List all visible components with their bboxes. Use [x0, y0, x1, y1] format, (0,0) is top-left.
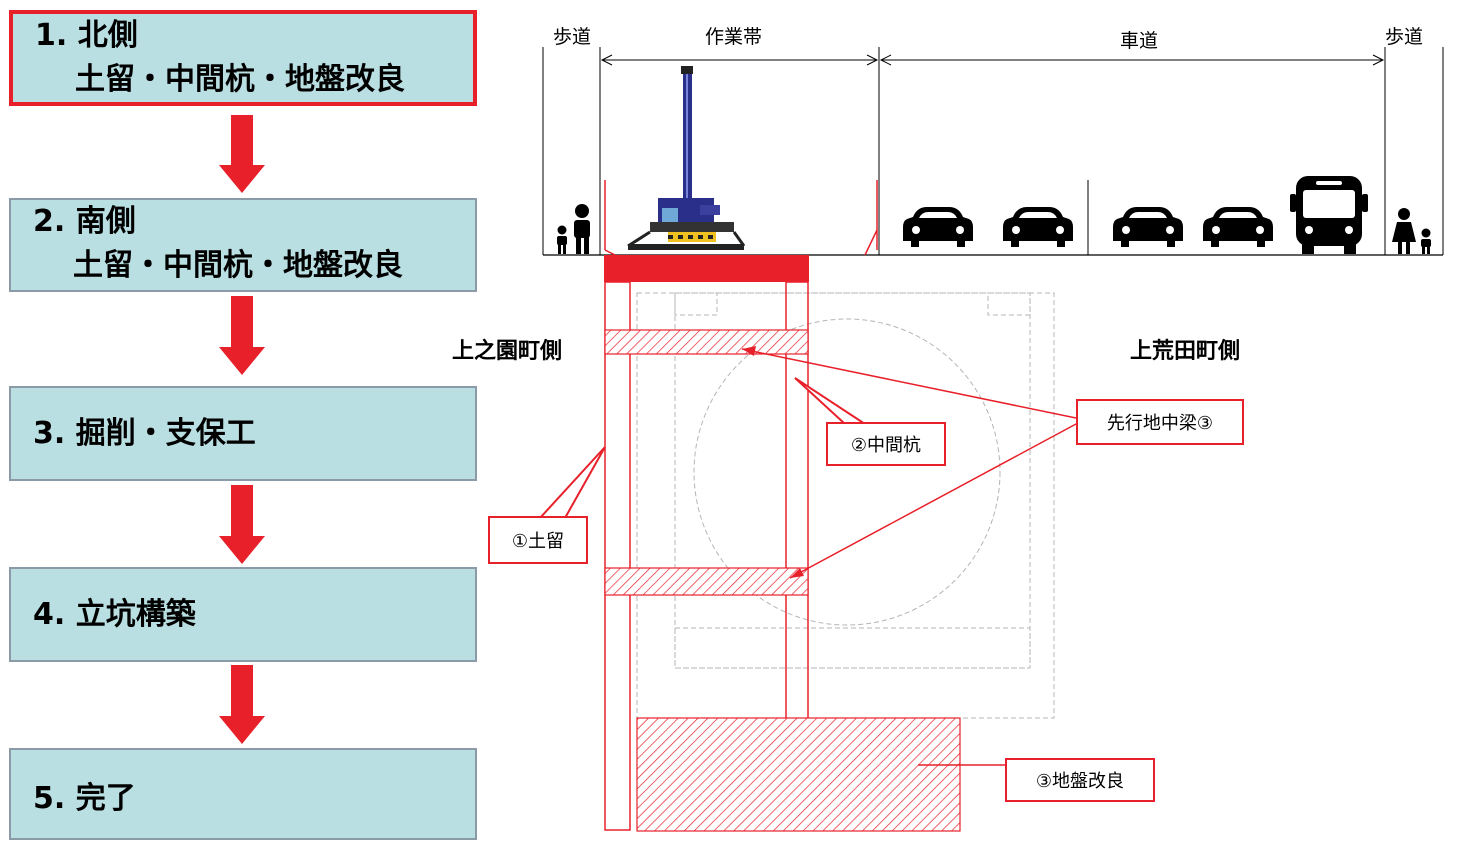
ground-beam-lower — [604, 567, 809, 596]
step-arrow-3 — [219, 485, 265, 564]
bus-icon — [1290, 176, 1368, 254]
step-1-detail: 土留・中間杭・地盤改良 — [75, 62, 405, 97]
step-1[interactable]: 1. 北側 土留・中間杭・地盤改良 — [9, 10, 477, 106]
ground-improvement-area — [636, 717, 961, 832]
callout-intermediate-pile: ②中間杭 — [826, 422, 946, 466]
pedestrian-icon-right — [1392, 208, 1431, 254]
callout-pointer-intermediate-pile — [794, 377, 869, 425]
label-sidewalk-left: 歩道 — [553, 26, 592, 48]
shaft-outline — [636, 292, 1055, 719]
car-icon-3 — [1113, 207, 1183, 247]
step-2[interactable]: 2. 南側 土留・中間杭・地盤改良 — [9, 198, 477, 292]
intermediate-pile — [785, 281, 809, 781]
step-4-title: 4. 立坑構築 — [33, 597, 196, 632]
label-work-zone: 作業帯 — [705, 26, 763, 48]
label-side-right: 上荒田町側 — [1130, 339, 1241, 364]
step-3-title: 3. 掘削・支保工 — [33, 416, 256, 451]
label-sidewalk-right: 歩道 — [1385, 26, 1424, 48]
car-icon-4 — [1203, 207, 1273, 247]
step-3[interactable]: 3. 掘削・支保工 — [9, 386, 477, 481]
callout-earth-retaining: ①土留 — [488, 516, 588, 564]
callout-ground-improvement: ③地盤改良 — [1005, 758, 1155, 802]
label-side-left: 上之園町側 — [452, 339, 563, 364]
step-4[interactable]: 4. 立坑構築 — [9, 567, 477, 662]
leader-lines — [741, 348, 1077, 766]
callout-pointer-earth-retaining — [537, 446, 606, 519]
step-arrow-4 — [219, 665, 265, 744]
step-2-detail: 土留・中間杭・地盤改良 — [73, 248, 403, 283]
step-arrow-2 — [219, 296, 265, 375]
pedestrian-icon-left — [557, 204, 590, 254]
step-2-title: 2. 南側 — [33, 204, 136, 239]
crane-icon — [627, 66, 746, 250]
top-slab — [604, 255, 809, 282]
label-roadway: 車道 — [1120, 30, 1159, 52]
step-arrows — [219, 115, 265, 744]
car-icon-2 — [1003, 207, 1073, 247]
step-5-title: 5. 完了 — [33, 781, 136, 816]
step-5[interactable]: 5. 完了 — [9, 748, 477, 840]
earth-retaining-wall — [604, 281, 631, 831]
step-1-title: 1. 北側 — [35, 18, 138, 53]
car-icon-1 — [903, 207, 973, 247]
ground-beam-upper — [604, 329, 809, 355]
callout-ground-beam: 先行地中梁③ — [1076, 399, 1244, 445]
step-arrow-1 — [219, 115, 265, 193]
